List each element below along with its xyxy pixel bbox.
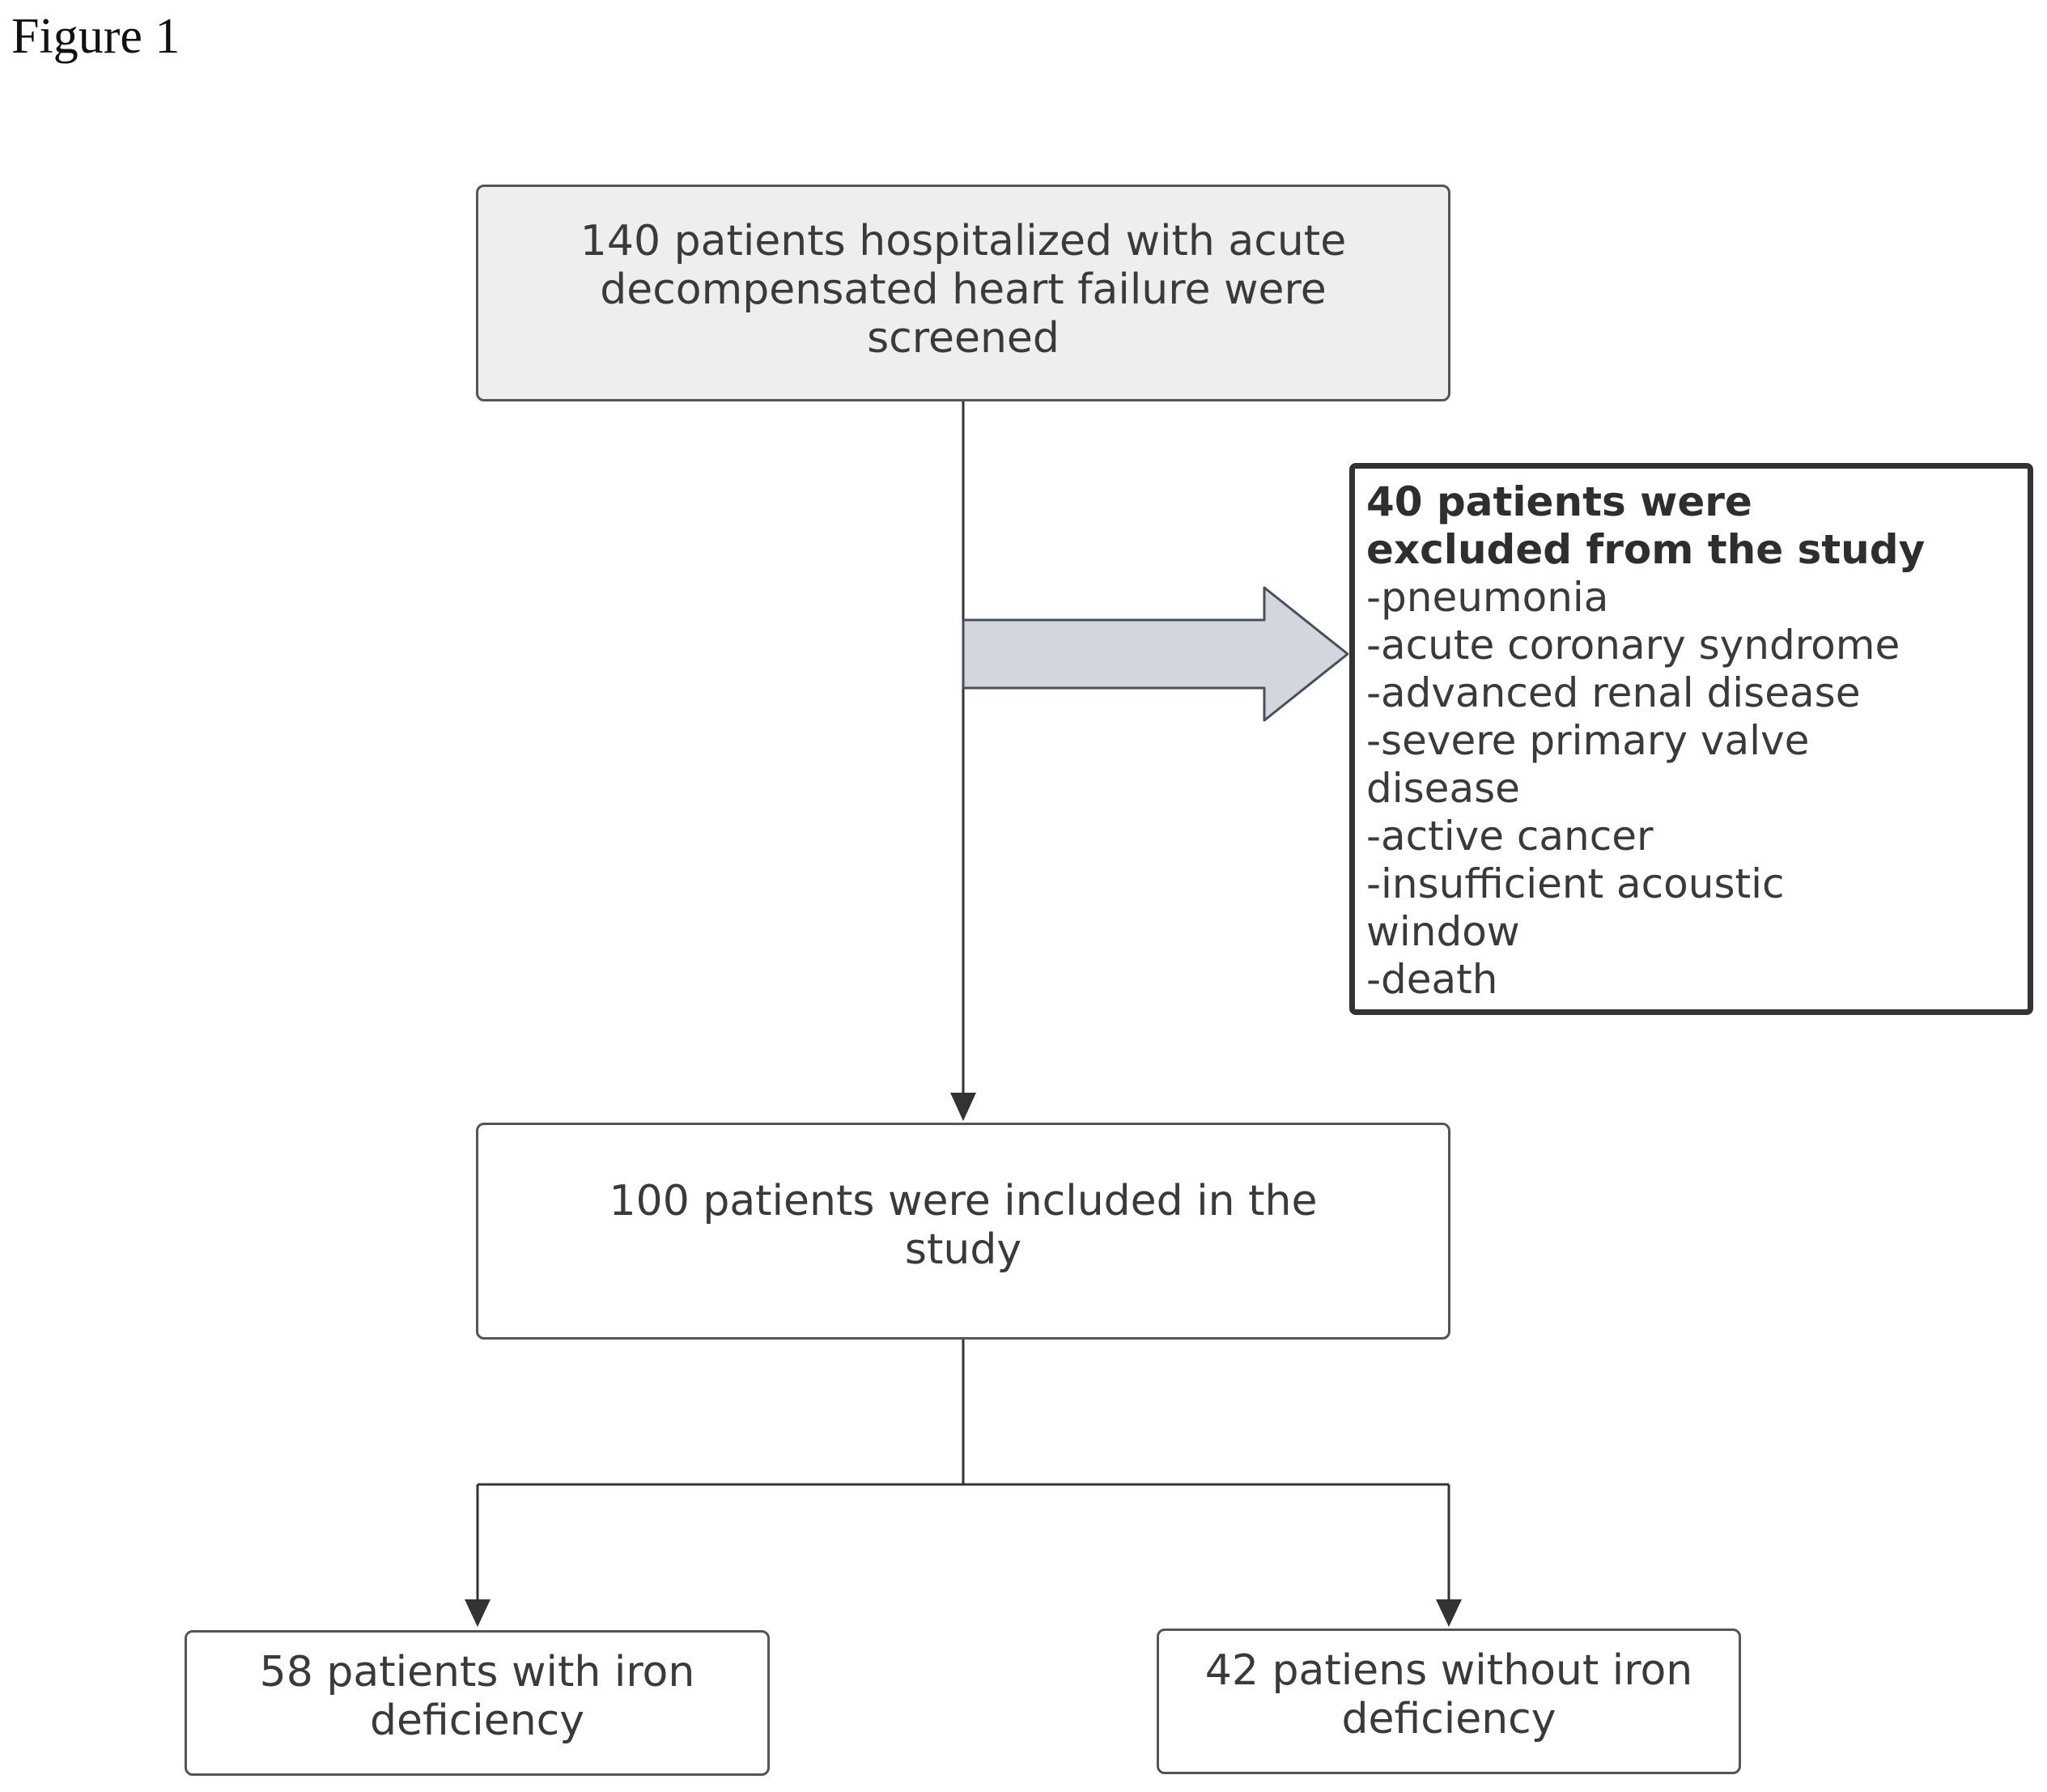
excluded-item: -active cancer — [1366, 813, 1654, 860]
excluded-item: disease — [1366, 765, 1520, 812]
excluded-box: 40 patients were excluded from the study… — [1349, 463, 2033, 1015]
excluded-heading-1: 40 patients were — [1366, 478, 1752, 525]
included-line-1: 100 patients were included in the — [609, 1177, 1318, 1225]
excluded-item: -insufficient acoustic — [1366, 860, 1785, 907]
excluded-item: -acute coronary syndrome — [1366, 622, 1900, 669]
screened-line-1: 140 patients hospitalized with acute — [580, 217, 1347, 265]
screened-line-2: decompensated heart failure were — [600, 265, 1327, 314]
exclusion-arrow — [962, 586, 1349, 722]
screened-line-3: screened — [867, 313, 1060, 363]
excluded-heading-2: excluded from the study — [1366, 526, 1926, 573]
iron-line-2: deficiency — [369, 1696, 585, 1745]
excluded-item: -death — [1366, 956, 1498, 1003]
connector-noiron-arrowhead — [1436, 1599, 1462, 1627]
iron-line-1: 58 patients with iron — [259, 1648, 695, 1696]
connector-screened-arrowhead — [950, 1093, 976, 1121]
excluded-item: window — [1366, 908, 1520, 955]
noiron-line-1: 42 patiens without iron — [1204, 1646, 1693, 1695]
figure-label: Figure 1 — [11, 9, 180, 64]
excluded-item: -advanced renal disease — [1366, 669, 1861, 716]
noiron-line-2: deficiency — [1341, 1694, 1556, 1743]
connector-iron-arrowhead — [465, 1599, 491, 1627]
iron-deficiency-box: 58 patients with iron deficiency — [185, 1630, 770, 1776]
no-iron-deficiency-box: 42 patiens without iron deficiency — [1157, 1629, 1741, 1774]
included-box: 100 patients were included in the study — [476, 1123, 1450, 1340]
excluded-item: -severe primary valve — [1366, 717, 1810, 764]
excluded-item: -pneumonia — [1366, 574, 1609, 621]
screened-box: 140 patients hospitalized with acute dec… — [476, 185, 1450, 401]
included-line-2: study — [904, 1225, 1022, 1274]
